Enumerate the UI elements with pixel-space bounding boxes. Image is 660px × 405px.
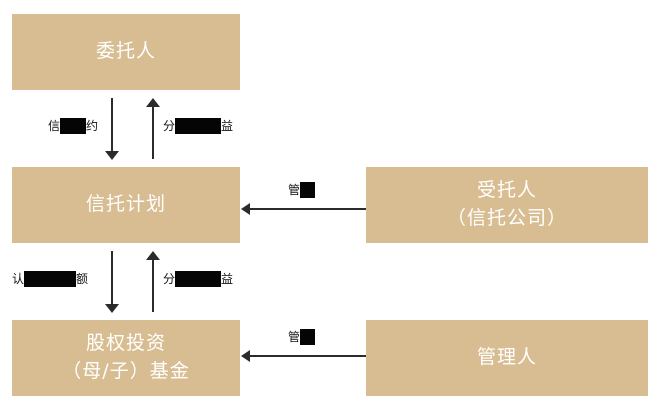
redaction-bar [300, 329, 316, 345]
edge-manager-to-equity-fund-line [248, 355, 366, 357]
edge-label-trust-plan-to-settlor-prefix: 分 [163, 118, 176, 134]
node-equity-investment-fund-label: 股权投资 （母/子）基金 [62, 332, 190, 382]
edge-label-trust-plan-to-equity-fund-prefix: 认 [12, 271, 25, 287]
edge-label-trustee-to-trust-plan-prefix: 管 [288, 182, 301, 198]
edge-label-equity-fund-to-trust-plan-suffix: 益 [221, 271, 234, 287]
edge-label-equity-fund-to-trust-plan-prefix: 分 [163, 271, 176, 287]
arrow-left-icon [241, 350, 250, 362]
node-manager[interactable]: 管理人 [366, 320, 648, 396]
redaction-bar [175, 271, 222, 287]
edge-trust-plan-to-settlor-line [152, 105, 154, 159]
node-equity-investment-fund[interactable]: 股权投资 （母/子）基金 [12, 320, 240, 396]
edge-label-settlor-to-trust-plan-prefix: 信 [48, 118, 61, 134]
edge-label-manager-to-equity-fund-prefix: 管 [288, 329, 301, 345]
redaction-bar [175, 118, 222, 134]
redaction-bar [60, 118, 87, 134]
redaction-bar [300, 182, 316, 198]
edge-label-trustee-to-trust-plan: 管 [288, 182, 316, 198]
redaction-bar [24, 271, 77, 287]
edge-label-equity-fund-to-trust-plan: 分 益 [163, 271, 234, 287]
edge-settlor-to-trust-plan-line [111, 98, 113, 152]
arrow-up-icon [146, 98, 160, 107]
edge-equity-fund-to-trust-plan-line [152, 258, 154, 312]
arrow-down-icon [105, 304, 119, 313]
arrow-down-icon [105, 151, 119, 160]
node-settlor[interactable]: 委托人 [12, 14, 240, 90]
arrow-left-icon [241, 203, 250, 215]
edge-label-settlor-to-trust-plan-suffix: 约 [86, 118, 99, 134]
node-trustee-label: 受托人 （信托公司） [446, 179, 567, 229]
node-settlor-label: 委托人 [95, 40, 156, 63]
edge-label-trust-plan-to-settlor-suffix: 益 [221, 118, 234, 134]
edge-label-settlor-to-trust-plan: 信 约 [48, 118, 99, 134]
edge-trustee-to-trust-plan-line [248, 208, 366, 210]
arrow-up-icon [146, 251, 160, 260]
node-trust-plan[interactable]: 信托计划 [12, 167, 240, 243]
edge-label-trust-plan-to-settlor: 分 益 [163, 118, 234, 134]
edge-label-manager-to-equity-fund: 管 [288, 329, 316, 345]
edge-label-trust-plan-to-equity-fund: 认 额 [12, 271, 89, 287]
node-trustee[interactable]: 受托人 （信托公司） [366, 167, 648, 243]
edge-label-trust-plan-to-equity-fund-suffix: 额 [76, 271, 89, 287]
node-manager-label: 管理人 [476, 346, 537, 369]
node-trust-plan-label: 信托计划 [85, 193, 166, 216]
edge-trust-plan-to-equity-fund-line [111, 251, 113, 305]
